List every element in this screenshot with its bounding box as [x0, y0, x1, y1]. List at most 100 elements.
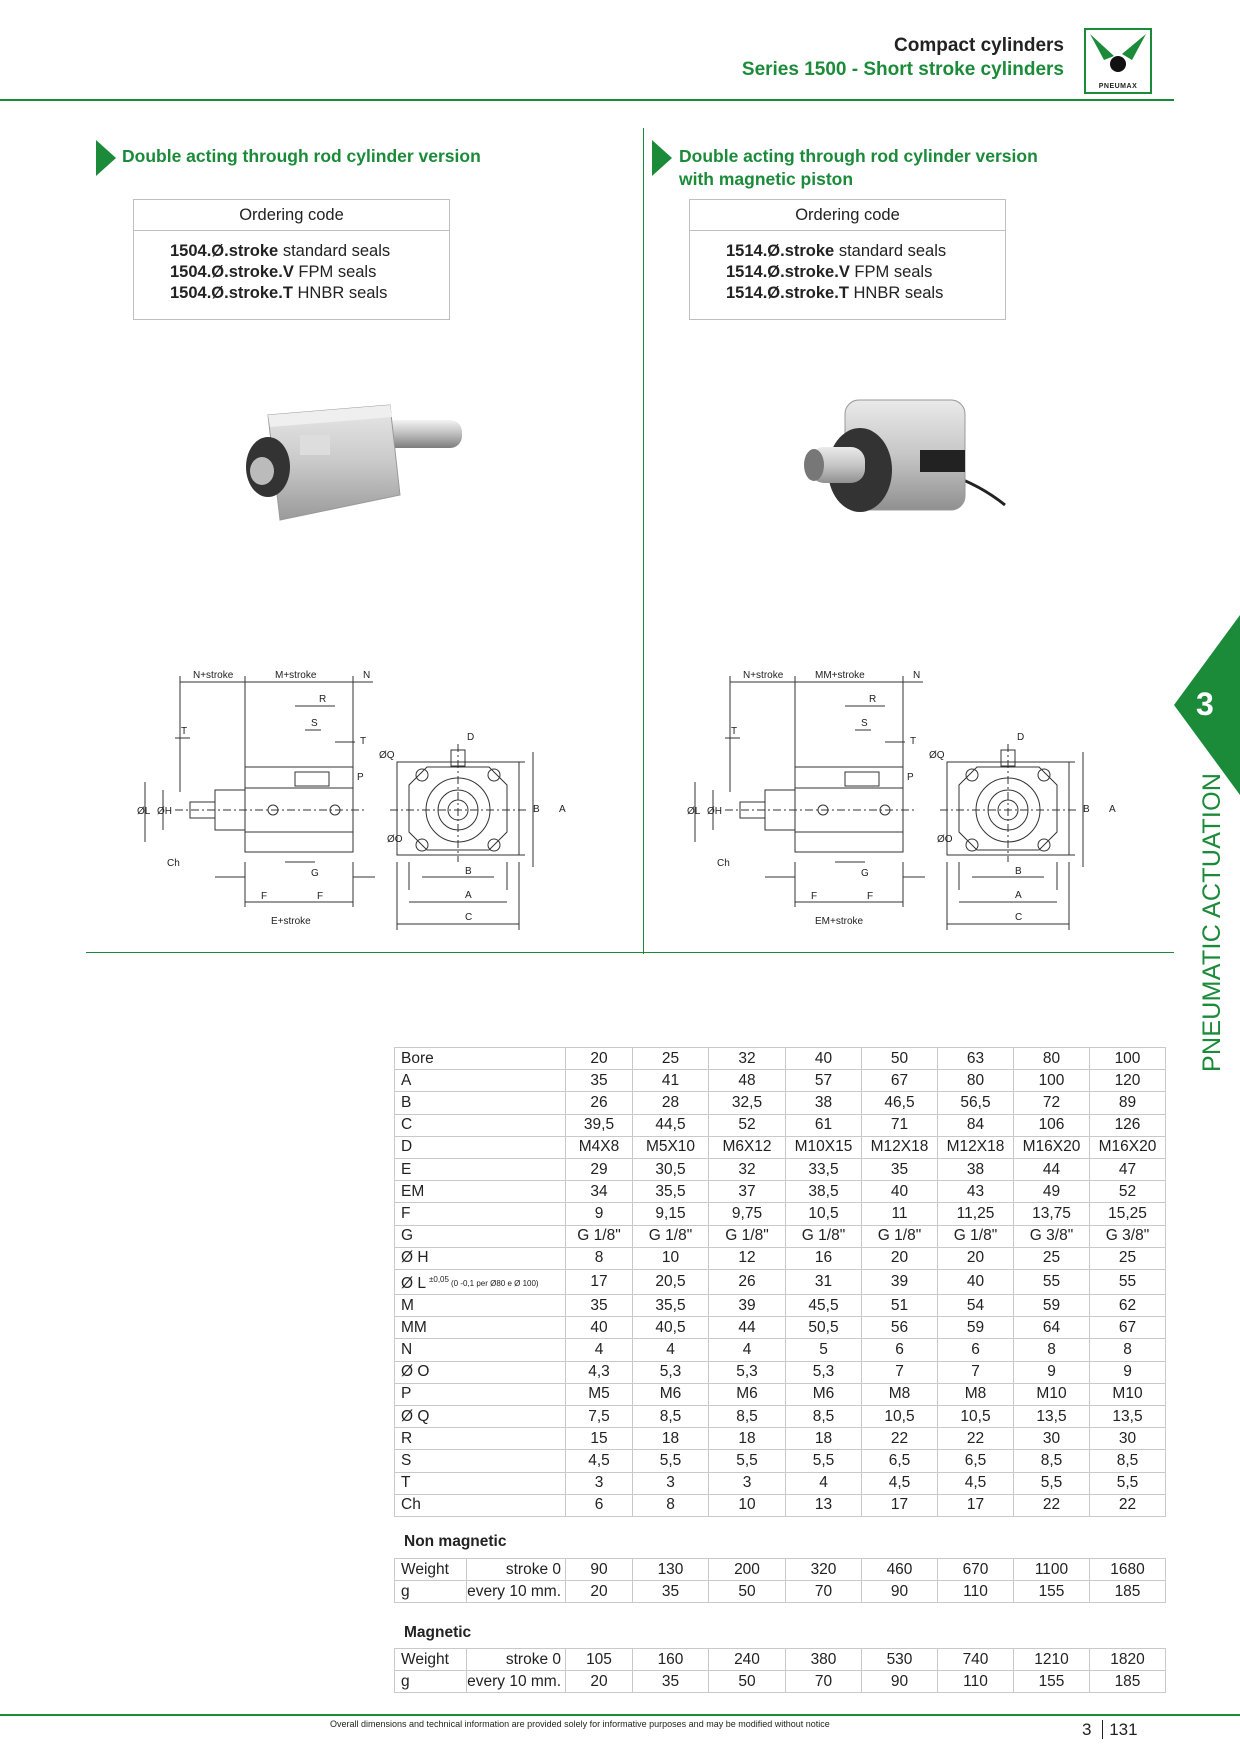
label-ch: Ch	[167, 858, 180, 869]
row-label: MM	[394, 1316, 566, 1340]
table-cell: 45,5	[785, 1294, 862, 1318]
table-cell: G 1/8"	[632, 1224, 709, 1248]
table-cell: 6,5	[937, 1449, 1014, 1473]
table-cell: M6	[708, 1382, 786, 1406]
row-label: Ø L±0,05(0 -0,1 per Ø80 e Ø 100)	[394, 1268, 566, 1296]
table-cell: 70	[785, 1670, 862, 1694]
table-cell: 8,5	[1013, 1449, 1090, 1473]
table-cell: M5	[565, 1382, 633, 1406]
table-cell: 40	[937, 1268, 1014, 1296]
row-label: Bore	[394, 1046, 566, 1071]
label-a-side: A	[1109, 804, 1116, 815]
table-cell: M12X18	[861, 1135, 938, 1159]
table-cell: 17	[565, 1268, 633, 1296]
label-r: R	[869, 694, 876, 705]
weight-label: Weight	[394, 1647, 467, 1672]
table-cell: 40	[565, 1316, 633, 1340]
table-cell: 6,5	[861, 1449, 938, 1473]
table-cell: 56	[861, 1316, 938, 1340]
table-cell: M8	[861, 1382, 938, 1406]
table-cell: 32	[708, 1157, 786, 1182]
ordering-code-line: 1504.Ø.stroke standard seals	[170, 242, 391, 260]
table-cell: 670	[937, 1557, 1014, 1582]
table-cell: 40,5	[632, 1316, 709, 1340]
table-cell: 55	[1089, 1268, 1166, 1296]
magnetic-cylinder-photo	[804, 399, 1006, 512]
table-cell: 110	[937, 1670, 1014, 1694]
table-cell: 44,5	[632, 1113, 709, 1137]
table-cell: M5X10	[632, 1135, 709, 1159]
table-cell: 30,5	[632, 1157, 709, 1182]
table-cell: 38	[937, 1157, 1014, 1182]
label-n: N	[913, 670, 920, 681]
label-f1: F	[261, 891, 267, 902]
table-cell: 54	[937, 1294, 1014, 1318]
label-g: G	[311, 868, 319, 879]
column-divider	[643, 128, 644, 954]
table-cell: 1680	[1089, 1557, 1166, 1582]
weight-label: g	[394, 1580, 467, 1604]
right-ordering-code-box: Ordering code 1514.Ø.stroke standard sea…	[689, 199, 1006, 320]
table-cell: 8,5	[785, 1404, 862, 1429]
table-cell: 18	[632, 1427, 709, 1451]
table-cell: 6	[565, 1493, 633, 1517]
table-cell: 61	[785, 1113, 862, 1137]
table-cell: 4,5	[565, 1449, 633, 1473]
table-cell: 46,5	[861, 1091, 938, 1115]
table-cell: M6	[785, 1382, 862, 1406]
table-cell: 5,5	[1013, 1471, 1090, 1495]
section-arrow-icon	[652, 140, 672, 176]
right-technical-drawing: N+stroke MM+stroke N R S T T ØQ P ØL ØH …	[687, 670, 1116, 930]
table-cell: 30	[1089, 1427, 1166, 1451]
logo-mark-icon	[1090, 34, 1146, 72]
table-cell: 80	[937, 1069, 1014, 1093]
label-n-stroke: N+stroke	[193, 670, 234, 681]
table-cell: G 1/8"	[937, 1224, 1014, 1248]
table-cell: 13	[785, 1493, 862, 1517]
table-cell: 50	[708, 1670, 786, 1694]
table-cell: 4	[565, 1338, 633, 1362]
table-cell: 100	[1013, 1069, 1090, 1093]
label-s: S	[861, 718, 868, 729]
weight-row-label: stroke 0	[466, 1647, 566, 1672]
cylinder-photo	[246, 404, 462, 521]
row-label: T	[394, 1471, 566, 1495]
section-rule	[86, 952, 1174, 953]
table-cell: 740	[937, 1647, 1014, 1672]
table-cell: 35	[861, 1157, 938, 1182]
table-cell: 1820	[1089, 1647, 1166, 1672]
table-cell: G 1/8"	[785, 1224, 862, 1248]
weight-row-label: stroke 0	[466, 1557, 566, 1582]
table-cell: 20	[937, 1246, 1014, 1270]
label-em-stroke: EM+stroke	[815, 916, 864, 927]
row-label: S	[394, 1449, 566, 1473]
section-arrow-icon	[96, 140, 116, 176]
label-oq: ØQ	[379, 750, 395, 761]
table-cell: 8	[1089, 1338, 1166, 1362]
table-cell: 52	[1089, 1180, 1166, 1204]
table-cell: 13,75	[1013, 1202, 1090, 1226]
footer-rule	[0, 1714, 1240, 1716]
table-cell: 9	[565, 1202, 633, 1226]
table-cell: 7	[937, 1360, 1014, 1384]
label-b-side: B	[533, 804, 540, 815]
table-cell: M16X20	[1013, 1135, 1090, 1159]
table-cell: 44	[1013, 1157, 1090, 1182]
table-cell: 62	[1089, 1294, 1166, 1318]
table-cell: 5,3	[785, 1360, 862, 1384]
chapter-number: 3	[1196, 686, 1214, 722]
ol-tol-upper: 0	[453, 1278, 459, 1288]
label-c-bottom: C	[465, 912, 472, 923]
row-label: G	[394, 1224, 566, 1248]
row-label: Ø Q	[394, 1404, 566, 1429]
label-t1: T	[731, 726, 737, 737]
